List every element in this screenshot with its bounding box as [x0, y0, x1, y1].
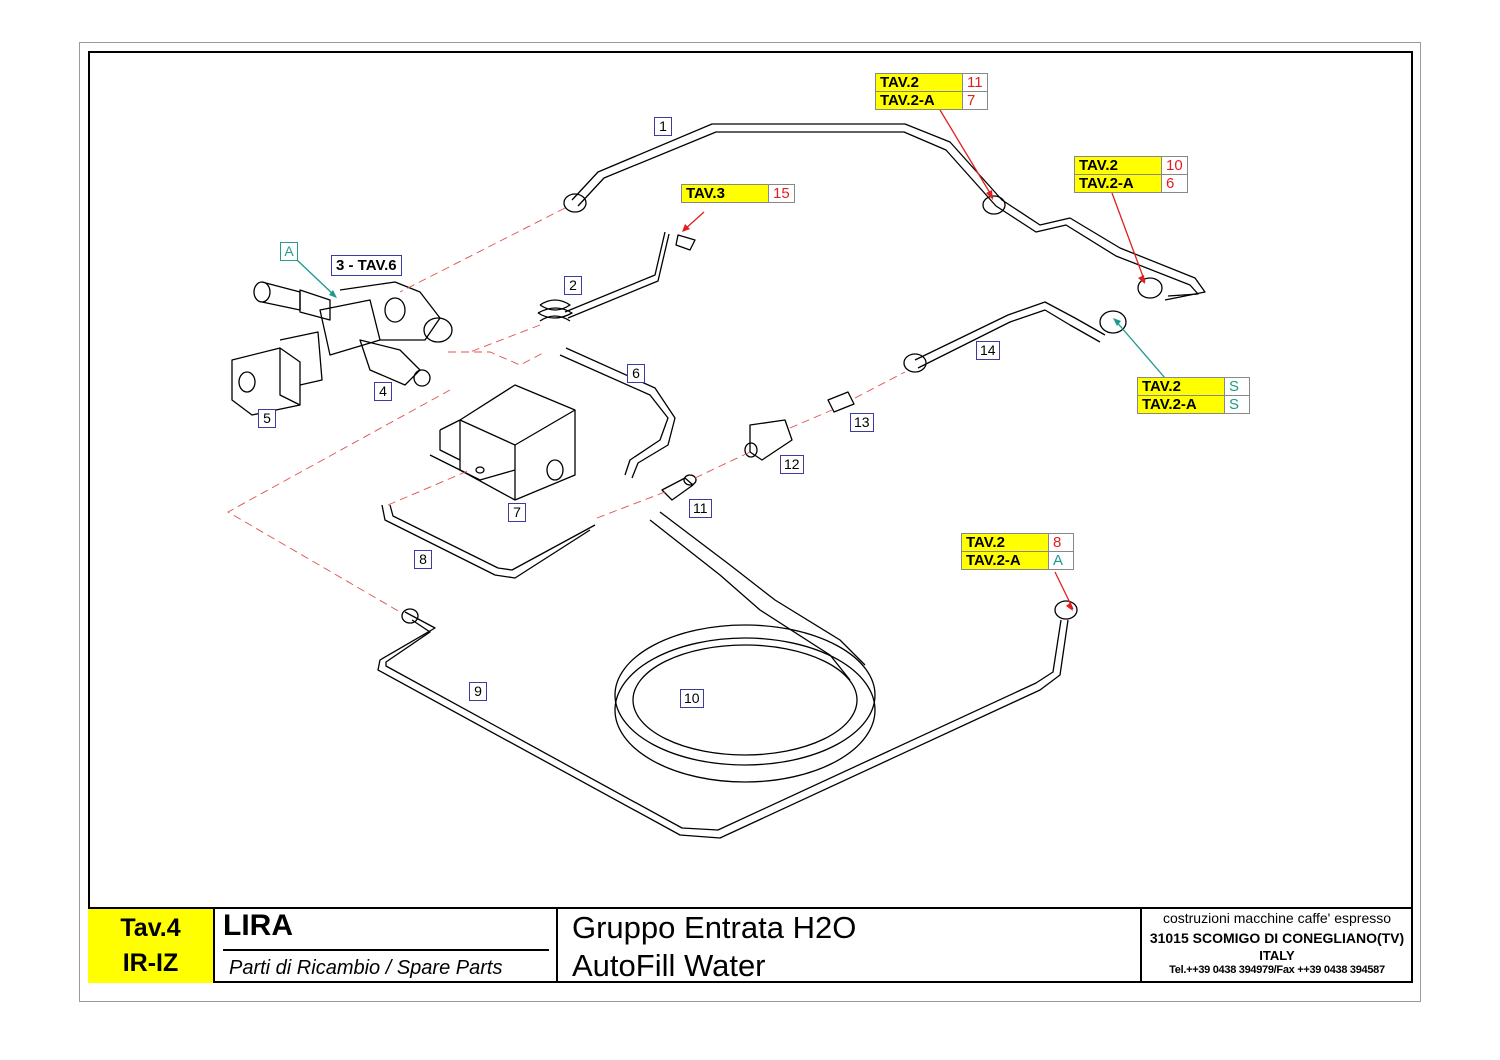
- ref-value: 11: [962, 73, 988, 92]
- sheet-variant: IR-IZ: [122, 949, 179, 977]
- company-cell: costruzioni macchine caffe' espresso 310…: [1142, 909, 1412, 983]
- outer-border: [79, 42, 1421, 1002]
- ref-key: TAV.2: [1137, 377, 1225, 396]
- company-country: ITALY: [1259, 948, 1295, 963]
- pipe-14: [903, 301, 1127, 373]
- capillary-2: [537, 231, 696, 322]
- leader-tav2-s: [1114, 319, 1166, 379]
- part-number-11: 11: [689, 499, 712, 518]
- letter-a-marker: A: [280, 242, 298, 261]
- ref-key: TAV.2: [1074, 156, 1162, 175]
- part-number-5: 5: [258, 409, 276, 428]
- model-name: LIRA: [223, 909, 293, 942]
- ref-value: A: [1048, 551, 1074, 570]
- title-block: Tav.4 IR-IZ LIRA Parti di Ricambio / Spa…: [88, 907, 1413, 983]
- part-number-12: 12: [780, 455, 804, 474]
- model-cell: LIRA Parti di Ricambio / Spare Parts: [215, 909, 558, 983]
- ref-key: TAV.2: [961, 533, 1049, 552]
- part-number-10: 10: [680, 689, 704, 708]
- part-number-6: 6: [627, 364, 645, 383]
- leader-tav2-11: [939, 109, 994, 199]
- part-number-9: 9: [469, 682, 487, 701]
- group-cell: Gruppo Entrata H2O AutoFill Water: [558, 909, 1142, 983]
- part-number-14: 14: [976, 341, 1000, 360]
- part-number-1: 1: [654, 117, 672, 136]
- leader-a: [296, 259, 336, 297]
- ref-key: TAV.2-A: [1137, 395, 1225, 414]
- pipe-9: [377, 600, 1078, 839]
- leader-tav2-10: [1111, 192, 1146, 283]
- ref-value: S: [1224, 395, 1250, 414]
- part-number-2: 2: [564, 276, 582, 295]
- ref-key: TAV.2-A: [961, 551, 1049, 570]
- part-number-8: 8: [414, 550, 432, 569]
- ref-key: TAV.2: [875, 73, 963, 92]
- drawing-frame: [88, 51, 1413, 983]
- group-name: Gruppo Entrata H2O: [572, 910, 857, 945]
- pipe-6: [559, 347, 676, 479]
- ref-value: 7: [962, 91, 988, 110]
- hose-10: [614, 511, 876, 783]
- pipe-8: [381, 504, 596, 579]
- part-number-4: 4: [374, 382, 392, 401]
- valve-assembly: [231, 281, 453, 416]
- ref-key: TAV.2-A: [1074, 174, 1162, 193]
- sheet-number: Tav.4: [120, 914, 181, 942]
- fittings-11-12-13: [661, 391, 855, 501]
- tank-7: [429, 384, 576, 501]
- ref-key: TAV.2-A: [875, 91, 963, 110]
- ref-value: 8: [1048, 533, 1074, 552]
- ref-value: 15: [768, 184, 795, 203]
- ref-value: S: [1224, 377, 1250, 396]
- model-subtitle: Parti di Ricambio / Spare Parts: [223, 949, 549, 981]
- ref-value: 6: [1161, 174, 1188, 193]
- part-number-13: 13: [850, 413, 874, 432]
- company-address: 31015 SCOMIGO DI CONEGLIANO(TV): [1149, 930, 1405, 946]
- part-number-7: 7: [508, 503, 526, 522]
- group-name-english: AutoFill Water: [572, 948, 766, 983]
- company-activity: costruzioni macchine caffe' espresso: [1162, 910, 1392, 926]
- sheet-code: Tav.4 IR-IZ: [88, 909, 215, 983]
- callout-part-3: 3 - TAV.6: [331, 255, 402, 276]
- ref-key: TAV.3: [681, 184, 769, 203]
- pipe-1: [563, 123, 1206, 301]
- company-phone: Tel.++39 0438 394979/Fax ++39 0438 39458…: [1169, 964, 1385, 976]
- ref-value: 10: [1161, 156, 1188, 175]
